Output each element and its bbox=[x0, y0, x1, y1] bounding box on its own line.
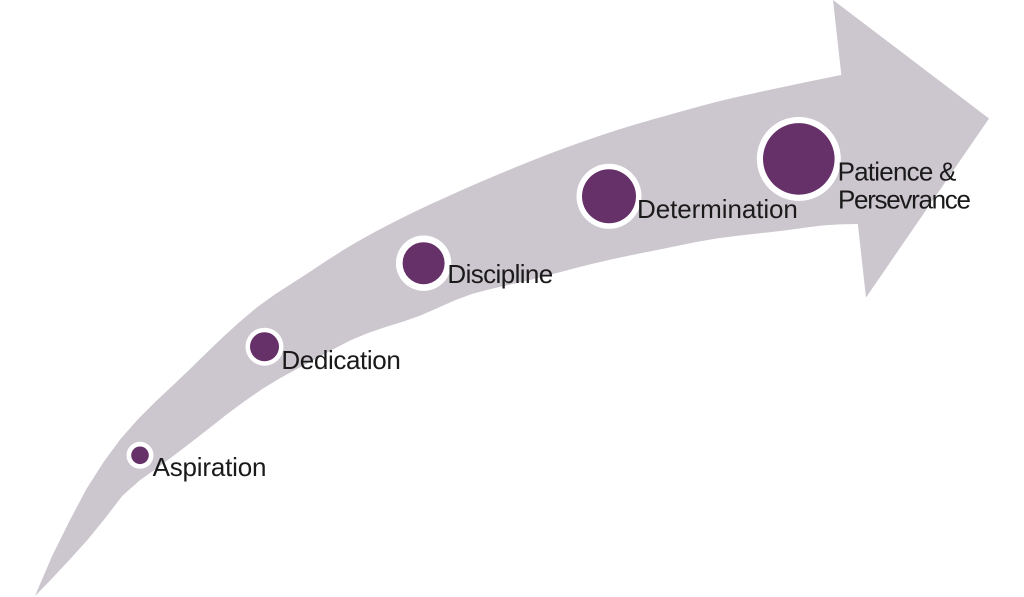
svg-text:Determination: Determination bbox=[637, 194, 798, 224]
svg-text:Persevrance: Persevrance bbox=[838, 185, 970, 215]
svg-text:Discipline: Discipline bbox=[447, 259, 552, 289]
svg-text:Aspiration: Aspiration bbox=[153, 452, 267, 482]
svg-text:Dedication: Dedication bbox=[281, 345, 400, 375]
svg-text:Patience &: Patience & bbox=[838, 157, 956, 187]
